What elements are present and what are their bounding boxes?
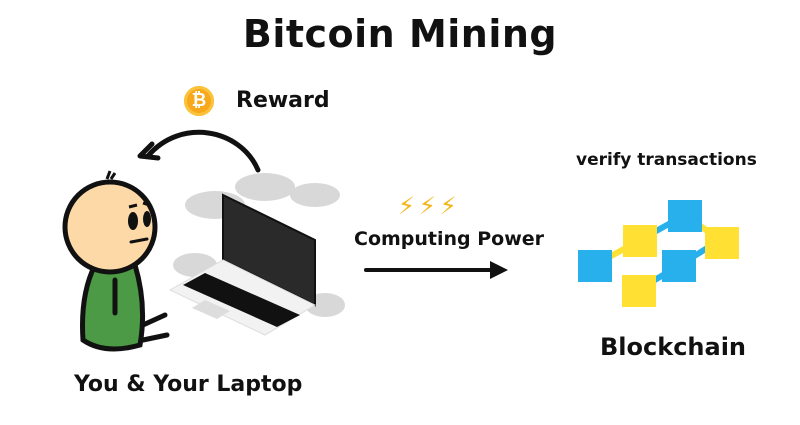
person-icon [62, 170, 170, 352]
blockchain-label: Blockchain [600, 333, 747, 361]
diagram-title: Bitcoin Mining [242, 12, 558, 56]
computing-arrow-icon [364, 261, 508, 279]
reward-label: Reward [236, 88, 330, 113]
computing-power-label: Computing Power [354, 228, 545, 250]
lightning-bolts-icon: ⚡⚡⚡ [398, 192, 461, 220]
blockchain-icon [578, 200, 739, 307]
laptop-icon [168, 173, 345, 336]
miner-label: You & Your Laptop [74, 372, 303, 397]
reward-arrow-icon [137, 129, 261, 173]
bitcoin-coin-icon: ₿ [184, 86, 214, 116]
verify-transactions-caption: verify transactions [576, 150, 757, 170]
